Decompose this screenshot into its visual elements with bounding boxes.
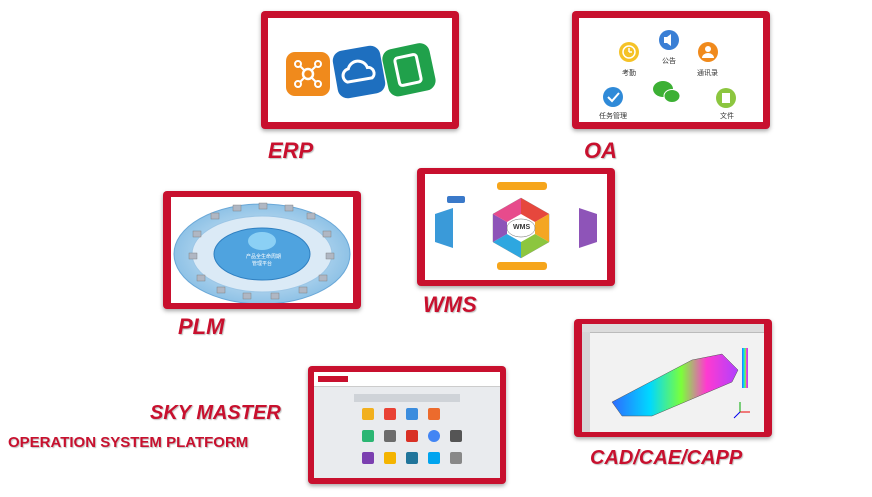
- wms-center-label: WMS: [513, 224, 531, 231]
- cloud-icon: [332, 45, 386, 99]
- erp-app-icons: [286, 43, 436, 99]
- wms-panel[interactable]: WMS: [417, 168, 615, 286]
- oa-screen: 考勤 公告 通讯录 任务管理 文件: [579, 18, 763, 122]
- cad-panel[interactable]: [574, 319, 772, 437]
- oa-icons: [603, 30, 736, 108]
- oa-label: OA: [584, 138, 617, 163]
- sky-master-panel[interactable]: [308, 366, 506, 484]
- wms-screen: WMS: [425, 174, 607, 280]
- plm-screen: 产品全生命周期 管理平台: [171, 197, 353, 303]
- erp-panel[interactable]: [261, 11, 459, 129]
- sky-master-title-bar: [354, 394, 460, 402]
- oa-kaoqin-label: 考勤: [622, 70, 636, 77]
- app-tile-icons: [362, 408, 462, 464]
- plm-label: PLM: [178, 314, 225, 339]
- oa-tongxunlu-label: 通讯录: [697, 70, 718, 77]
- sky-master-label: SKY MASTER: [150, 402, 281, 424]
- color-scale-bar: [742, 348, 748, 388]
- clock-icon: [619, 42, 639, 62]
- globe-icon: [248, 232, 276, 250]
- speaker-icon: [659, 30, 679, 50]
- cad-label: CAD/CAE/CAPP: [590, 447, 743, 469]
- operation-platform-label: OPERATION SYSTEM PLATFORM: [8, 434, 249, 451]
- oa-renwu-label: 任务管理: [599, 113, 627, 120]
- chat-icon: [653, 81, 681, 103]
- wms-diagram: [435, 182, 597, 270]
- sky-master-screen: [314, 372, 500, 478]
- plm-panel[interactable]: 产品全生命周期 管理平台: [163, 191, 361, 309]
- wms-label: WMS: [423, 292, 477, 317]
- oa-panel[interactable]: 考勤 公告 通讯录 任务管理 文件: [572, 11, 770, 129]
- cad-toolbar: [582, 324, 764, 333]
- cad-screen: [582, 324, 764, 432]
- erp-label: ERP: [268, 138, 314, 163]
- contacts-icon: [698, 42, 718, 62]
- sky-master-logo: [318, 376, 348, 382]
- plm-module-icons: [188, 202, 335, 300]
- plm-lifecycle-wheel: [173, 202, 351, 303]
- network-icon: [286, 52, 330, 96]
- plm-center-line2: 管理平台: [252, 261, 273, 267]
- plm-center-line1: 产品全生命周期: [246, 254, 282, 260]
- oa-gonggao-label: 公告: [662, 58, 676, 65]
- tablet-icon: [382, 43, 436, 97]
- erp-screen: [268, 18, 452, 122]
- cad-side-panel: [582, 332, 590, 432]
- sky-master-header-bar: [314, 372, 500, 387]
- document-icon: [716, 88, 736, 108]
- task-check-icon: [603, 87, 623, 107]
- oa-wenjian-label: 文件: [720, 113, 734, 120]
- sky-master-app-grid: [362, 408, 462, 464]
- cad-stress-model: [611, 348, 750, 419]
- axis-triad-icon: [733, 402, 750, 419]
